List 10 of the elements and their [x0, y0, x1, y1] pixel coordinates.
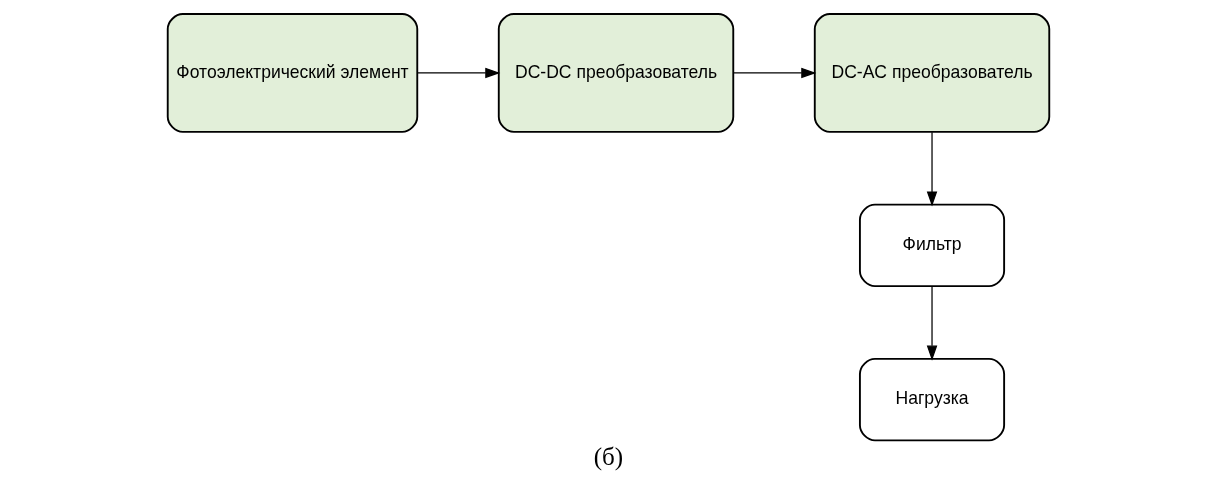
node-box: DC-AC преобразователь: [813, 12, 1051, 133]
caption: (б): [593, 442, 624, 470]
node-box: Фотоэлектрический элемент: [166, 12, 419, 133]
arrow: [732, 67, 817, 78]
node-box: Фильтр: [858, 203, 1006, 287]
node-box: DC-DC преобразователь: [497, 12, 735, 133]
arrow: [926, 285, 938, 361]
node-box: Нагрузка: [858, 357, 1006, 441]
arrow: [926, 131, 938, 206]
arrow: [416, 67, 501, 78]
